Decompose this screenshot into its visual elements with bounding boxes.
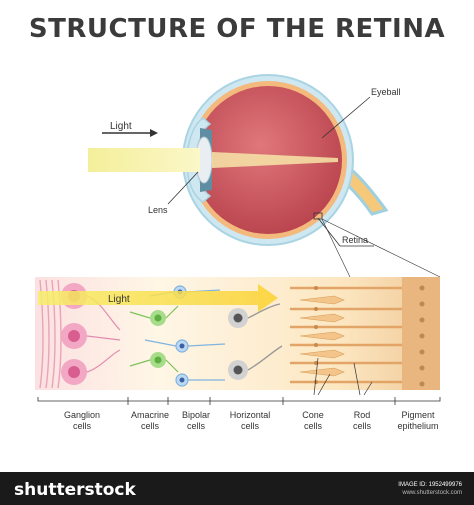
image-id: IMAGE ID: 1952499976 [398,482,462,488]
pigment-label-line1: Pigment [401,410,435,420]
light-label-layers: Light [108,294,130,305]
cone-cell [299,367,345,377]
horizontal-cells [228,303,283,380]
pigment-epithelium-band [402,277,440,390]
layer-brackets [37,397,441,405]
cone-label-line1: Cone [302,410,324,420]
cone-cell [299,313,345,323]
eyeball-label: Eyeball [371,87,401,97]
layer-light-arrow-head [258,284,278,312]
eyeball [182,74,389,246]
lens-leader [167,171,199,205]
lens-label: Lens [148,205,168,215]
eyeball-leader [321,96,371,139]
zoom-line-right [321,218,441,278]
light-ray-in-eye [212,152,338,168]
amacrine-cells [129,305,179,373]
horizontal-label-line1: Horizontal [230,410,271,420]
rod-label-line1: Rod [354,410,371,420]
bipolar-label-line2: cells [187,421,206,431]
retina-leader [317,217,341,247]
ganglion-label-line1: Ganglion [64,410,100,420]
shutterstock-logo: shutterstock [14,480,136,500]
retina-illustration: Light Eyeball Lens Retina [35,74,441,431]
photoreceptor-nuclei [314,286,318,384]
image-url: www.shutterstock.com [402,490,462,496]
light-label-eye: Light [110,121,132,132]
zoom-line-left [321,218,351,278]
horizontal-label-line2: cells [241,421,260,431]
amacrine-label-line2: cells [141,421,160,431]
cone-leaders [313,357,331,396]
rod-cells [290,286,402,384]
amacrine-label-line1: Amacrine [131,410,169,420]
rod-label-line2: cells [353,421,372,431]
image-id-block: IMAGE ID: 1952499976 www.shutterstock.co… [398,481,462,497]
light-arrow-head [150,129,158,137]
cone-label-line2: cells [304,421,323,431]
rod-leaders [353,362,373,396]
ganglion-label-line2: cells [73,421,92,431]
incoming-light-beam [88,148,200,172]
retina-label: Retina [342,235,368,245]
pigment-cells [419,285,425,387]
pigment-label-line2: epithelium [397,421,438,431]
retina-zoom-marker [313,212,323,220]
cone-cell [299,295,345,305]
cone-cells [299,295,345,377]
cone-cell [299,349,345,359]
retina-layers-panel: Light [35,277,440,396]
bipolar-label-line1: Bipolar [182,410,210,420]
layer-light-beam [38,291,258,305]
page-title: STRUCTURE OF THE RETINA [28,14,446,44]
cone-cell [299,331,345,341]
watermark-footer: shutterstock IMAGE ID: 1952499976 www.sh… [0,472,474,505]
